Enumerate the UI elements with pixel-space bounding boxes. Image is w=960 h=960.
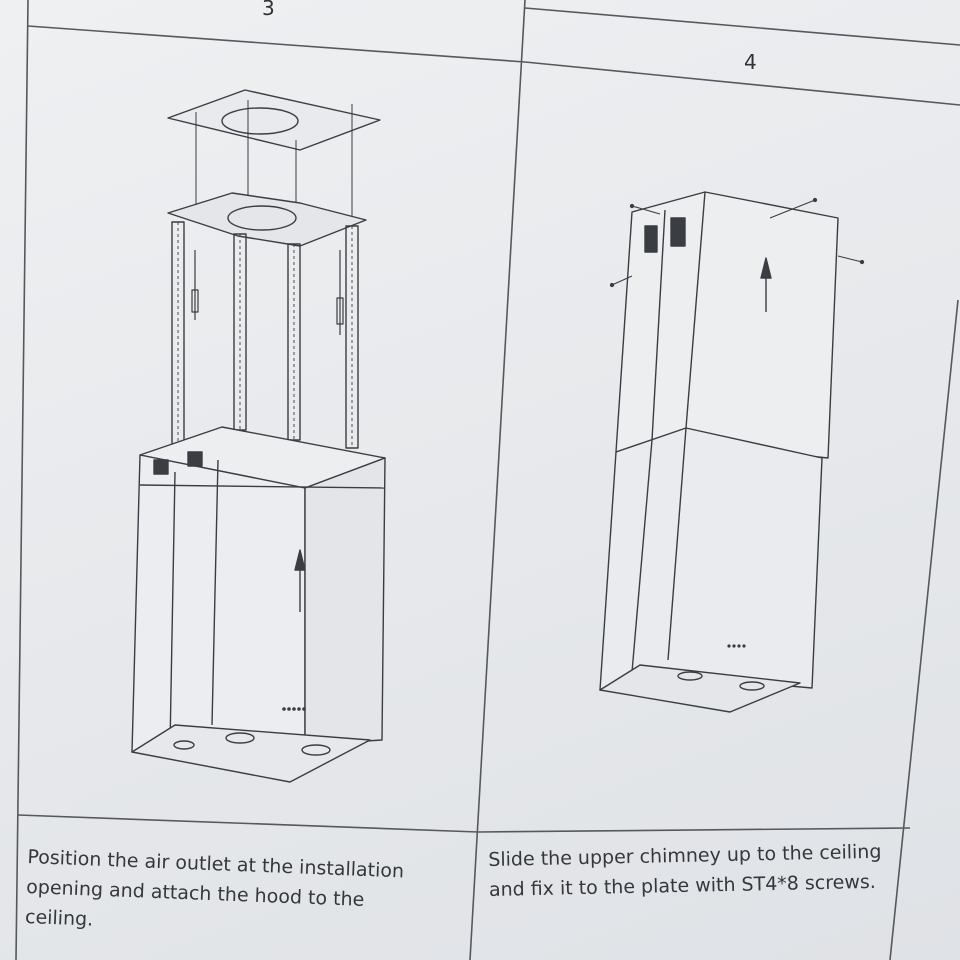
hood-seam bbox=[169, 471, 176, 746]
step-3-number: 3 bbox=[262, 0, 275, 20]
lower-seam bbox=[631, 439, 653, 673]
up-arrow-icon bbox=[294, 549, 306, 612]
header-line-right bbox=[524, 61, 960, 106]
vent-slot bbox=[153, 459, 169, 475]
upper-vent bbox=[644, 225, 658, 253]
left-border bbox=[15, 0, 29, 960]
lower-light-1 bbox=[677, 671, 703, 681]
hood-base bbox=[131, 724, 371, 783]
hood-seam-2 bbox=[211, 459, 219, 726]
light-3 bbox=[173, 740, 195, 750]
step-4-caption: Slide the upper chimney up to the ceilin… bbox=[488, 840, 882, 901]
caption-line-right bbox=[477, 827, 911, 833]
hood-band-line bbox=[139, 484, 386, 489]
upper-vent-2 bbox=[670, 217, 686, 247]
step-3-caption: Position the air outlet at the installat… bbox=[24, 845, 405, 931]
header-top-line-right bbox=[524, 7, 960, 46]
lower-base bbox=[599, 664, 801, 713]
control-buttons bbox=[282, 707, 306, 711]
frame-posts bbox=[171, 221, 359, 449]
guide-lines bbox=[195, 100, 353, 230]
light-2 bbox=[301, 744, 331, 756]
middle-divider bbox=[469, 0, 526, 960]
frame-top bbox=[167, 192, 367, 247]
upper-seam bbox=[651, 209, 666, 441]
lower-light-2 bbox=[739, 681, 765, 691]
up-arrow-icon-2 bbox=[760, 257, 772, 312]
header-line-left bbox=[27, 25, 526, 63]
lower-edge bbox=[667, 427, 687, 661]
caption-line-left bbox=[17, 814, 479, 833]
step-4-number: 4 bbox=[744, 50, 757, 74]
air-outlet-hole bbox=[221, 107, 299, 135]
frame-opening bbox=[227, 205, 297, 231]
light-1 bbox=[225, 732, 255, 744]
upper-edge bbox=[685, 191, 706, 429]
vent-slot-2 bbox=[187, 451, 203, 467]
hood-front-right bbox=[304, 457, 386, 746]
lower-control-buttons bbox=[727, 644, 746, 648]
screw-lines bbox=[609, 197, 865, 288]
ceiling-plate bbox=[167, 89, 381, 151]
adjustment-rods bbox=[191, 250, 344, 335]
right-border bbox=[889, 299, 959, 960]
